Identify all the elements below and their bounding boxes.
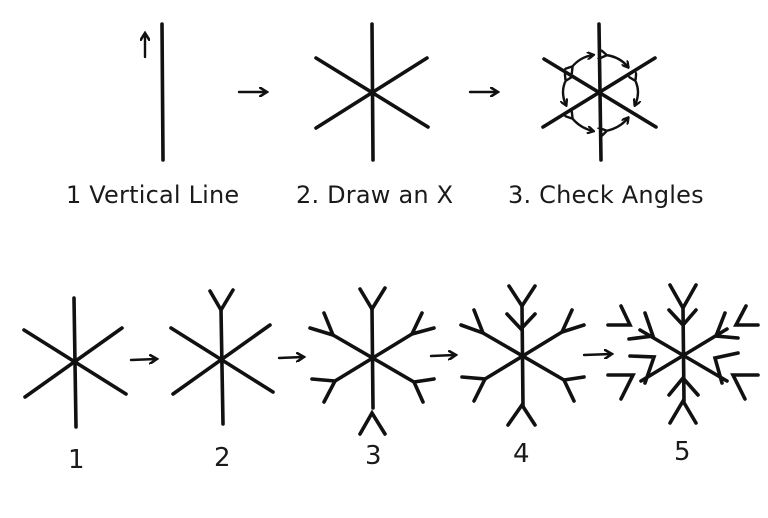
snowflake-step-1: [22, 296, 128, 429]
step-label-check-angles: 3. Check Angles: [508, 181, 704, 209]
step-number-2: 2: [214, 443, 231, 473]
arrow-right-icon: [129, 359, 156, 360]
step-number-4: 4: [513, 439, 530, 469]
step-label-vertical-line: 1 Vertical Line: [66, 181, 240, 209]
arrow-right-icon: [277, 357, 303, 358]
snowflake-step-5: [606, 283, 760, 425]
step-vertical-line-figure: [145, 22, 165, 162]
step-number-1: 1: [68, 445, 85, 475]
angle-arrow-icons: [563, 55, 638, 131]
arrow-right-icon: [582, 354, 611, 355]
snowflake-step-4: [459, 284, 586, 427]
step-label-draw-an-x: 2. Draw an X: [296, 181, 454, 209]
step-number-3: 3: [365, 441, 382, 471]
step-draw-x-figure: [314, 22, 430, 162]
snowflake-step-2: [169, 288, 275, 426]
step-check-angles-figure: [541, 22, 658, 162]
step-number-5: 5: [674, 437, 691, 467]
snowflake-step-3: [308, 286, 436, 436]
arrow-right-icon: [429, 355, 455, 356]
